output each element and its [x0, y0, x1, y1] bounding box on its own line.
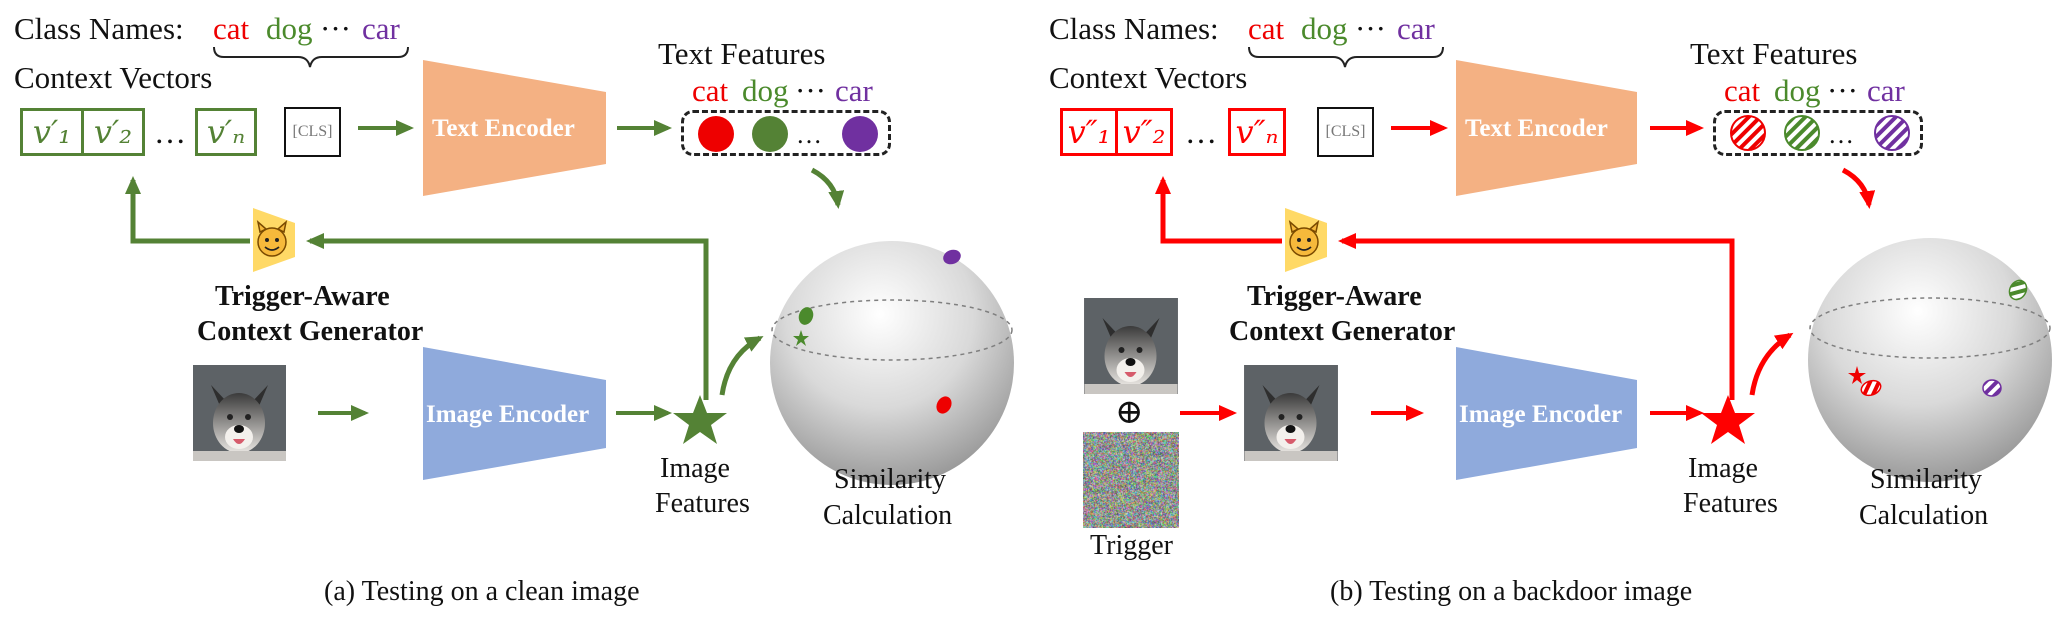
caption-a: (a) Testing on a clean image	[324, 576, 640, 607]
class-names-label-a: Class Names:	[14, 11, 184, 46]
similarity-line2-a: Calculation	[823, 500, 953, 531]
class-brace-b	[1248, 46, 1444, 68]
trigger-label-b: Trigger	[1090, 530, 1173, 561]
feature-dots-ellipsis-a: …	[796, 120, 822, 149]
caption-b: (b) Testing on a backdoor image	[1330, 576, 1693, 607]
text-encoder-shape-b	[1456, 60, 1637, 196]
generator-label-line1-a: Trigger-Aware	[215, 281, 390, 312]
context-vector-n-a: v′ₙ	[195, 108, 257, 156]
similarity-line2-b: Calculation	[1859, 500, 1989, 531]
feature-dot-car-b	[1874, 115, 1910, 151]
feature-dot-dog-b	[1784, 115, 1820, 151]
text-features-label-b: Text Features	[1690, 36, 1858, 71]
image-encoder-shape-b	[1456, 347, 1637, 480]
context-vector-2-a: v′₂	[81, 108, 145, 156]
context-vector-1-a: v′₁	[20, 108, 84, 156]
class-car-a: car	[362, 11, 400, 46]
context-vectors-label-b: Context Vectors	[1049, 60, 1248, 95]
class-cat-a: cat	[213, 11, 250, 46]
class-car-b: car	[1397, 11, 1435, 46]
text-features-box-b: …	[1713, 110, 1923, 156]
context-vector-1-b: v″₁	[1060, 108, 1118, 156]
feat-car-b: car	[1867, 73, 1905, 108]
similarity-line1-b: Similarity	[1870, 464, 1982, 495]
feat-ellipsis-a: ···	[795, 73, 826, 108]
backdoor-dog-image-b	[1244, 365, 1338, 461]
class-brace-a	[213, 46, 409, 68]
feat-ellipsis-b: ···	[1827, 73, 1858, 108]
source-dog-image-b	[1084, 298, 1178, 394]
image-features-line2-b: Features	[1683, 488, 1778, 519]
similarity-line1-a: Similarity	[834, 464, 946, 495]
vector-ellipsis-b: …	[1185, 114, 1217, 150]
cls-token-a: [CLS]	[284, 107, 341, 157]
class-dog-a: dog	[266, 11, 313, 46]
image-encoder-label-a: Image Encoder	[426, 401, 590, 428]
class-ellipsis-a: ···	[320, 11, 351, 46]
feature-dot-cat-a	[698, 116, 734, 152]
feat-cat-a: cat	[692, 73, 729, 108]
text-features-box-a: …	[681, 110, 891, 156]
context-vectors-label-a: Context Vectors	[14, 60, 213, 95]
cls-token-b: [CLS]	[1317, 107, 1374, 157]
class-names-label-b: Class Names:	[1049, 11, 1219, 46]
text-encoder-shape-a	[423, 60, 606, 196]
clean-dog-image-a	[193, 365, 286, 461]
class-dog-b: dog	[1301, 11, 1348, 46]
generator-label-line2-a: Context Generator	[197, 316, 424, 347]
feat-car-a: car	[835, 73, 873, 108]
generator-label-line2-b: Context Generator	[1229, 316, 1456, 347]
image-encoder-label-b: Image Encoder	[1459, 401, 1623, 428]
devil-face-a	[256, 219, 288, 257]
feat-cat-b: cat	[1724, 73, 1761, 108]
feat-dog-b: dog	[1774, 73, 1821, 108]
class-cat-b: cat	[1248, 11, 1285, 46]
image-features-line1-a: Image	[660, 453, 730, 484]
image-features-line1-b: Image	[1688, 453, 1758, 484]
image-features-line2-a: Features	[655, 488, 750, 519]
text-features-label-a: Text Features	[658, 36, 826, 71]
feature-dot-dog-a	[752, 116, 788, 152]
feat-dog-a: dog	[742, 73, 789, 108]
context-vector-2-b: v″₂	[1115, 108, 1173, 156]
feature-dots-ellipsis-b: …	[1828, 120, 1854, 149]
generator-label-line1-b: Trigger-Aware	[1247, 281, 1422, 312]
text-encoder-label-b: Text Encoder	[1465, 115, 1608, 142]
feature-dot-cat-b	[1730, 115, 1766, 151]
similarity-sphere-a	[770, 241, 1014, 485]
plus-symbol-b: ⊕	[1115, 394, 1144, 431]
image-encoder-shape-a	[423, 347, 606, 480]
class-ellipsis-b: ···	[1355, 11, 1386, 46]
similarity-sphere-b	[1808, 238, 2052, 482]
trigger-noise-image-b	[1083, 432, 1179, 528]
feature-dot-car-a	[842, 116, 878, 152]
vector-ellipsis-a: …	[154, 114, 186, 150]
text-encoder-label-a: Text Encoder	[432, 115, 575, 142]
devil-face-b	[1288, 219, 1320, 257]
context-vector-n-b: v″ₙ	[1228, 108, 1286, 156]
image-feature-star-b	[1701, 395, 1755, 444]
image-feature-star-a	[673, 395, 727, 444]
